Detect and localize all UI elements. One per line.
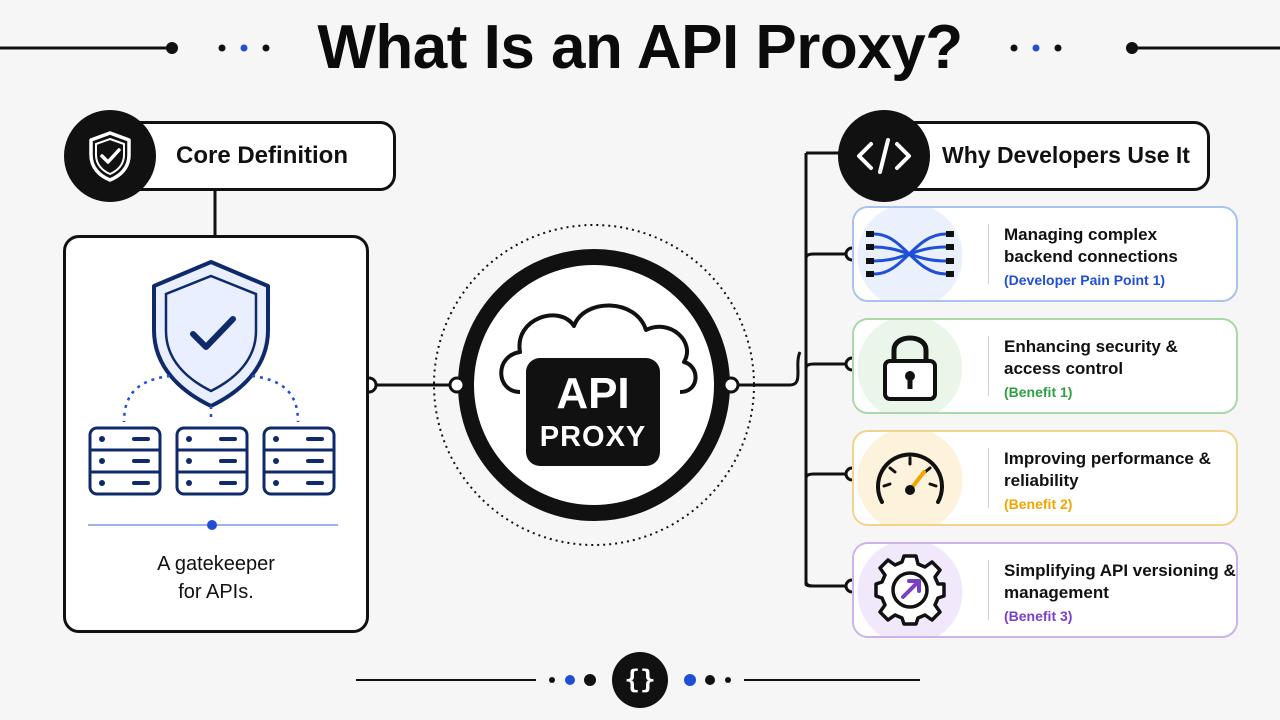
benefit-4-tag: (Benefit 3) <box>1004 608 1073 624</box>
api-proxy-line1: API <box>556 369 630 418</box>
curly-braces-icon: {} <box>612 652 668 708</box>
code-icon <box>838 110 930 202</box>
footer-decoration <box>356 674 920 686</box>
benefit-2-line1: Enhancing security & <box>1004 337 1178 356</box>
benefit-3-tag: (Benefit 2) <box>1004 496 1073 512</box>
api-proxy-label: API PROXY <box>526 358 660 466</box>
benefit-3-line1: Improving performance & <box>1004 449 1211 468</box>
benefit-card-1: Managing complex backend connections (De… <box>852 206 1238 302</box>
title-decoration-left <box>0 42 270 54</box>
core-definition-text: A gatekeeper for APIs. <box>63 550 369 606</box>
page-title: What Is an API Proxy? <box>317 13 963 82</box>
benefit-3-line2: reliability <box>1004 471 1079 490</box>
benefit-card-4: Simplifying API versioning & management … <box>852 542 1238 638</box>
shield-check-icon <box>64 110 156 202</box>
shield-servers-icon <box>88 260 336 496</box>
api-proxy-line2: PROXY <box>539 421 647 453</box>
core-definition-line2: for APIs. <box>178 581 254 603</box>
benefit-1-line1: Managing complex <box>1004 225 1158 244</box>
benefit-4-line2: management <box>1004 583 1109 602</box>
benefit-4-line1: Simplifying API versioning & <box>1004 561 1236 580</box>
benefit-1-line2: backend connections <box>1004 247 1178 266</box>
why-developers-label: Why Developers Use It <box>942 142 1190 168</box>
title-decoration-right <box>1010 42 1280 54</box>
benefit-card-3: Improving performance & reliability (Ben… <box>852 430 1238 526</box>
benefit-2-tag: (Benefit 1) <box>1004 384 1073 400</box>
proxy-to-benefits-link <box>722 151 860 594</box>
tangled-cables-icon <box>866 231 954 277</box>
core-divider <box>88 520 338 530</box>
core-to-proxy-link <box>360 376 466 394</box>
benefit-2-line2: access control <box>1004 359 1124 378</box>
cloud-icon <box>499 303 698 394</box>
benefit-1-tag: (Developer Pain Point 1) <box>1004 272 1166 288</box>
why-developers-heading <box>880 121 1210 191</box>
speedometer-icon <box>876 452 944 504</box>
benefit-card-2: Enhancing security & access control (Ben… <box>852 318 1238 414</box>
gear-arrow-icon <box>874 554 946 626</box>
padlock-icon <box>883 335 937 401</box>
core-definition-label: Core Definition <box>176 142 348 169</box>
core-definition-line1: A gatekeeper <box>157 553 275 575</box>
